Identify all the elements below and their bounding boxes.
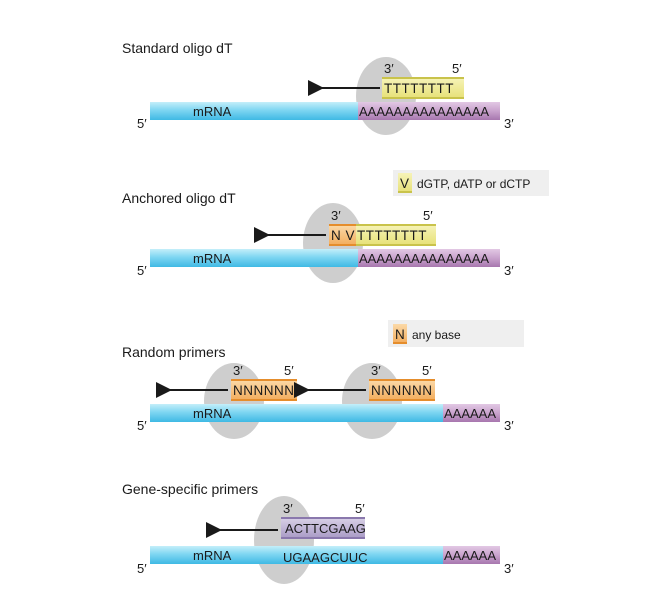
three-prime-end-label: 3′: [504, 116, 514, 131]
legend-n: N any base: [388, 320, 524, 347]
section-title: Gene-specific primers: [122, 481, 258, 497]
primer-1-three-prime-label: 3′: [233, 363, 243, 378]
random-primer-2: [369, 380, 435, 400]
legend-letter: N: [395, 327, 405, 342]
section-gene-specific-primers: Gene-specific primers mRNA UGAAGCUUC AAA…: [122, 481, 514, 584]
primer-1-sequence: NNNNNN: [233, 383, 295, 398]
legend-v: V dGTP, dATP or dCTP: [393, 170, 549, 196]
legend-swatch: [398, 173, 412, 192]
mrna-strand: [150, 546, 443, 564]
polya-sequence: AAAAAA: [444, 406, 496, 421]
primer-1-five-prime-label: 5′: [284, 363, 294, 378]
section-standard-oligo-dt: Standard oligo dT mRNA AAAAAAAAAAAAAAA 5…: [122, 40, 514, 135]
three-prime-end-label: 3′: [504, 418, 514, 433]
mrna-label: mRNA: [193, 548, 232, 563]
primer-sequence: TTTTTTTT: [357, 228, 427, 243]
oligo-dt-primer: [382, 78, 464, 98]
three-prime-end-label: 3′: [504, 561, 514, 576]
polya-tail: [358, 102, 500, 120]
legend-letter: V: [400, 176, 410, 191]
five-prime-end-label: 5′: [137, 116, 147, 131]
polya-sequence: AAAAAAAAAAAAAAA: [359, 251, 489, 266]
primer-five-prime-label: 5′: [423, 208, 433, 223]
anchor-sequence: N V: [331, 228, 355, 243]
five-prime-end-label: 5′: [137, 561, 147, 576]
section-title: Anchored oligo dT: [122, 190, 236, 206]
mrna-strand: [150, 102, 358, 120]
primer-five-prime-label: 5′: [355, 501, 365, 516]
mrna-label: mRNA: [193, 104, 232, 119]
primer-sequence: ACTTCGAAG: [285, 521, 366, 536]
primer-three-prime-label: 3′: [331, 208, 341, 223]
oligo-dt-primer: [356, 225, 436, 245]
section-random-primers: Random primers mRNA AAAAAA 5′ 3′ NNNNNN …: [122, 344, 514, 439]
anchor-nucleotides: [329, 225, 356, 245]
primer-three-prime-label: 3′: [384, 61, 394, 76]
gene-specific-primer: [281, 518, 365, 538]
primer-five-prime-label: 5′: [452, 61, 462, 76]
legend-text: dGTP, dATP or dCTP: [417, 177, 530, 191]
primer-three-prime-label: 3′: [283, 501, 293, 516]
legend-box: [388, 320, 524, 347]
mrna-strand: [150, 404, 443, 422]
polya-tail: [443, 404, 500, 422]
mrna-label: mRNA: [193, 251, 232, 266]
primer-sequence: TTTTTTTT: [384, 81, 454, 96]
polya-tail: [443, 546, 500, 564]
legend-box: [393, 170, 549, 196]
section-title: Random primers: [122, 344, 225, 360]
legend-swatch: [393, 324, 407, 343]
mrna-strand: [150, 249, 358, 267]
legend-text: any base: [412, 328, 461, 342]
polya-sequence: AAAAAAAAAAAAAAA: [359, 104, 489, 119]
polya-tail: [358, 249, 500, 267]
five-prime-end-label: 5′: [137, 418, 147, 433]
primer-2-three-prime-label: 3′: [371, 363, 381, 378]
random-primer-1: [231, 380, 297, 400]
mrna-label: mRNA: [193, 406, 232, 421]
target-sequence: UGAAGCUUC: [283, 550, 368, 565]
primer-2-sequence: NNNNNN: [371, 383, 433, 398]
three-prime-end-label: 3′: [504, 263, 514, 278]
section-title: Standard oligo dT: [122, 40, 233, 56]
section-anchored-oligo-dt: Anchored oligo dT mRNA AAAAAAAAAAAAAAA 5…: [122, 190, 514, 283]
five-prime-end-label: 5′: [137, 263, 147, 278]
primer-2-five-prime-label: 5′: [422, 363, 432, 378]
polya-sequence: AAAAAA: [444, 548, 496, 563]
